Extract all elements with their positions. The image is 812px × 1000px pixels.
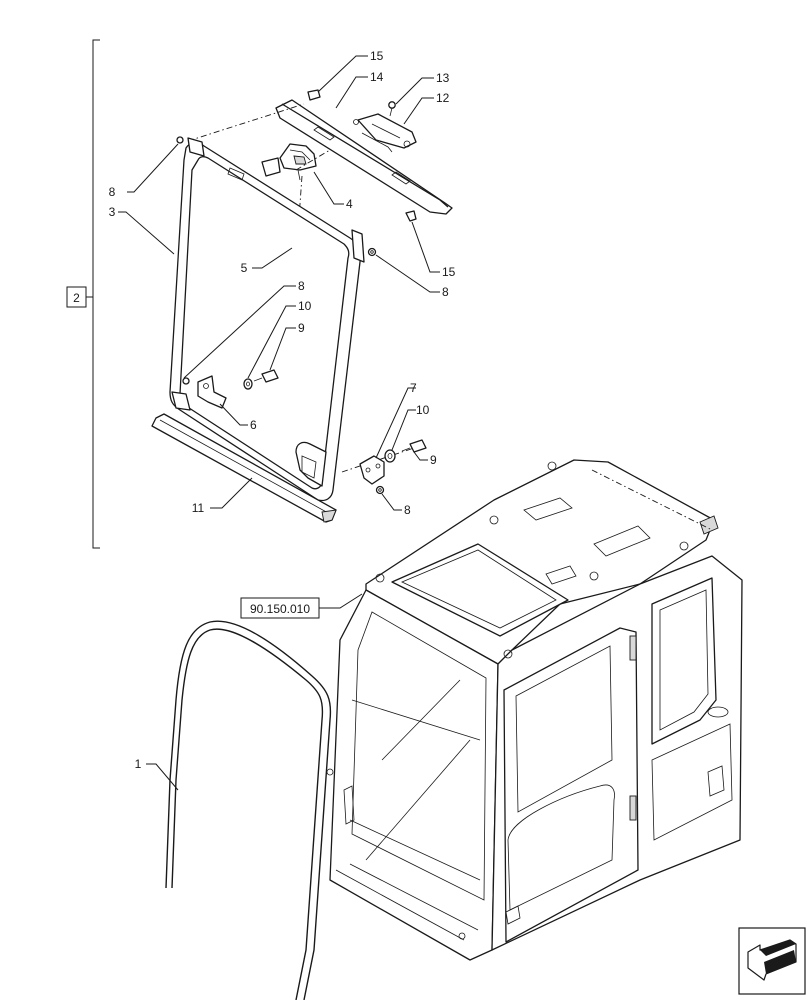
nut-part-8-right <box>367 247 377 257</box>
callout-labels: 15 14 13 12 8 3 4 5 15 8 8 10 9 6 7 10 9… <box>109 49 456 771</box>
callout-1: 1 <box>135 757 142 771</box>
callout-9-left: 9 <box>298 321 305 335</box>
seal-strip-part-11 <box>151 413 337 523</box>
callout-15-top: 15 <box>370 49 384 63</box>
cab-body <box>326 459 743 961</box>
washer-part-10-right <box>384 449 396 463</box>
callout-9-right: 9 <box>430 453 437 467</box>
callout-12: 12 <box>436 91 450 105</box>
clip-part-15-bottom <box>405 210 417 222</box>
screw-part-13 <box>388 101 396 117</box>
callout-8-middle: 8 <box>298 279 305 293</box>
callout-8-right: 8 <box>442 285 449 299</box>
callout-11: 11 <box>192 501 205 515</box>
bolt-part-9-right <box>401 439 427 453</box>
callout-10-right: 10 <box>416 403 430 417</box>
callout-14: 14 <box>370 70 384 84</box>
callout-15-bottom: 15 <box>442 265 456 279</box>
nut-part-8-top <box>176 136 184 144</box>
callout-7: 7 <box>410 381 417 395</box>
callout-leaders <box>118 55 440 791</box>
callout-4: 4 <box>346 197 353 211</box>
clip-part-15-top <box>307 89 321 101</box>
callout-10-left: 10 <box>298 299 312 313</box>
callout-3: 3 <box>109 205 116 219</box>
assembly-bracket <box>86 39 100 549</box>
cab-reference-label: 90.150.010 <box>250 602 310 616</box>
assembly-reference-label: 2 <box>73 291 80 305</box>
cab-reference-box[interactable]: 90.150.010 <box>240 597 320 619</box>
callout-5: 5 <box>241 261 248 275</box>
bracket-part-6 <box>197 375 227 409</box>
assembly-reference-box[interactable]: 2 <box>66 286 87 308</box>
nut-part-8-bottom <box>375 485 385 495</box>
callout-8-bottom: 8 <box>404 503 411 517</box>
door-seal-part-1 <box>165 620 332 1000</box>
roof-trim-cover <box>275 99 453 215</box>
nut-part-8-left <box>182 377 190 385</box>
window-frame-part-3 <box>169 137 365 502</box>
cab-orientation-arrow-icon <box>738 927 806 995</box>
latch-part-4 <box>279 143 317 181</box>
callout-13: 13 <box>436 71 450 85</box>
callout-6: 6 <box>250 418 257 432</box>
washer-part-10-left <box>243 378 253 390</box>
cab-reference-leader <box>319 593 363 609</box>
callout-8-top-left: 8 <box>109 185 116 199</box>
bolt-part-9-left <box>253 369 279 383</box>
bracket-part-7 <box>359 455 385 485</box>
